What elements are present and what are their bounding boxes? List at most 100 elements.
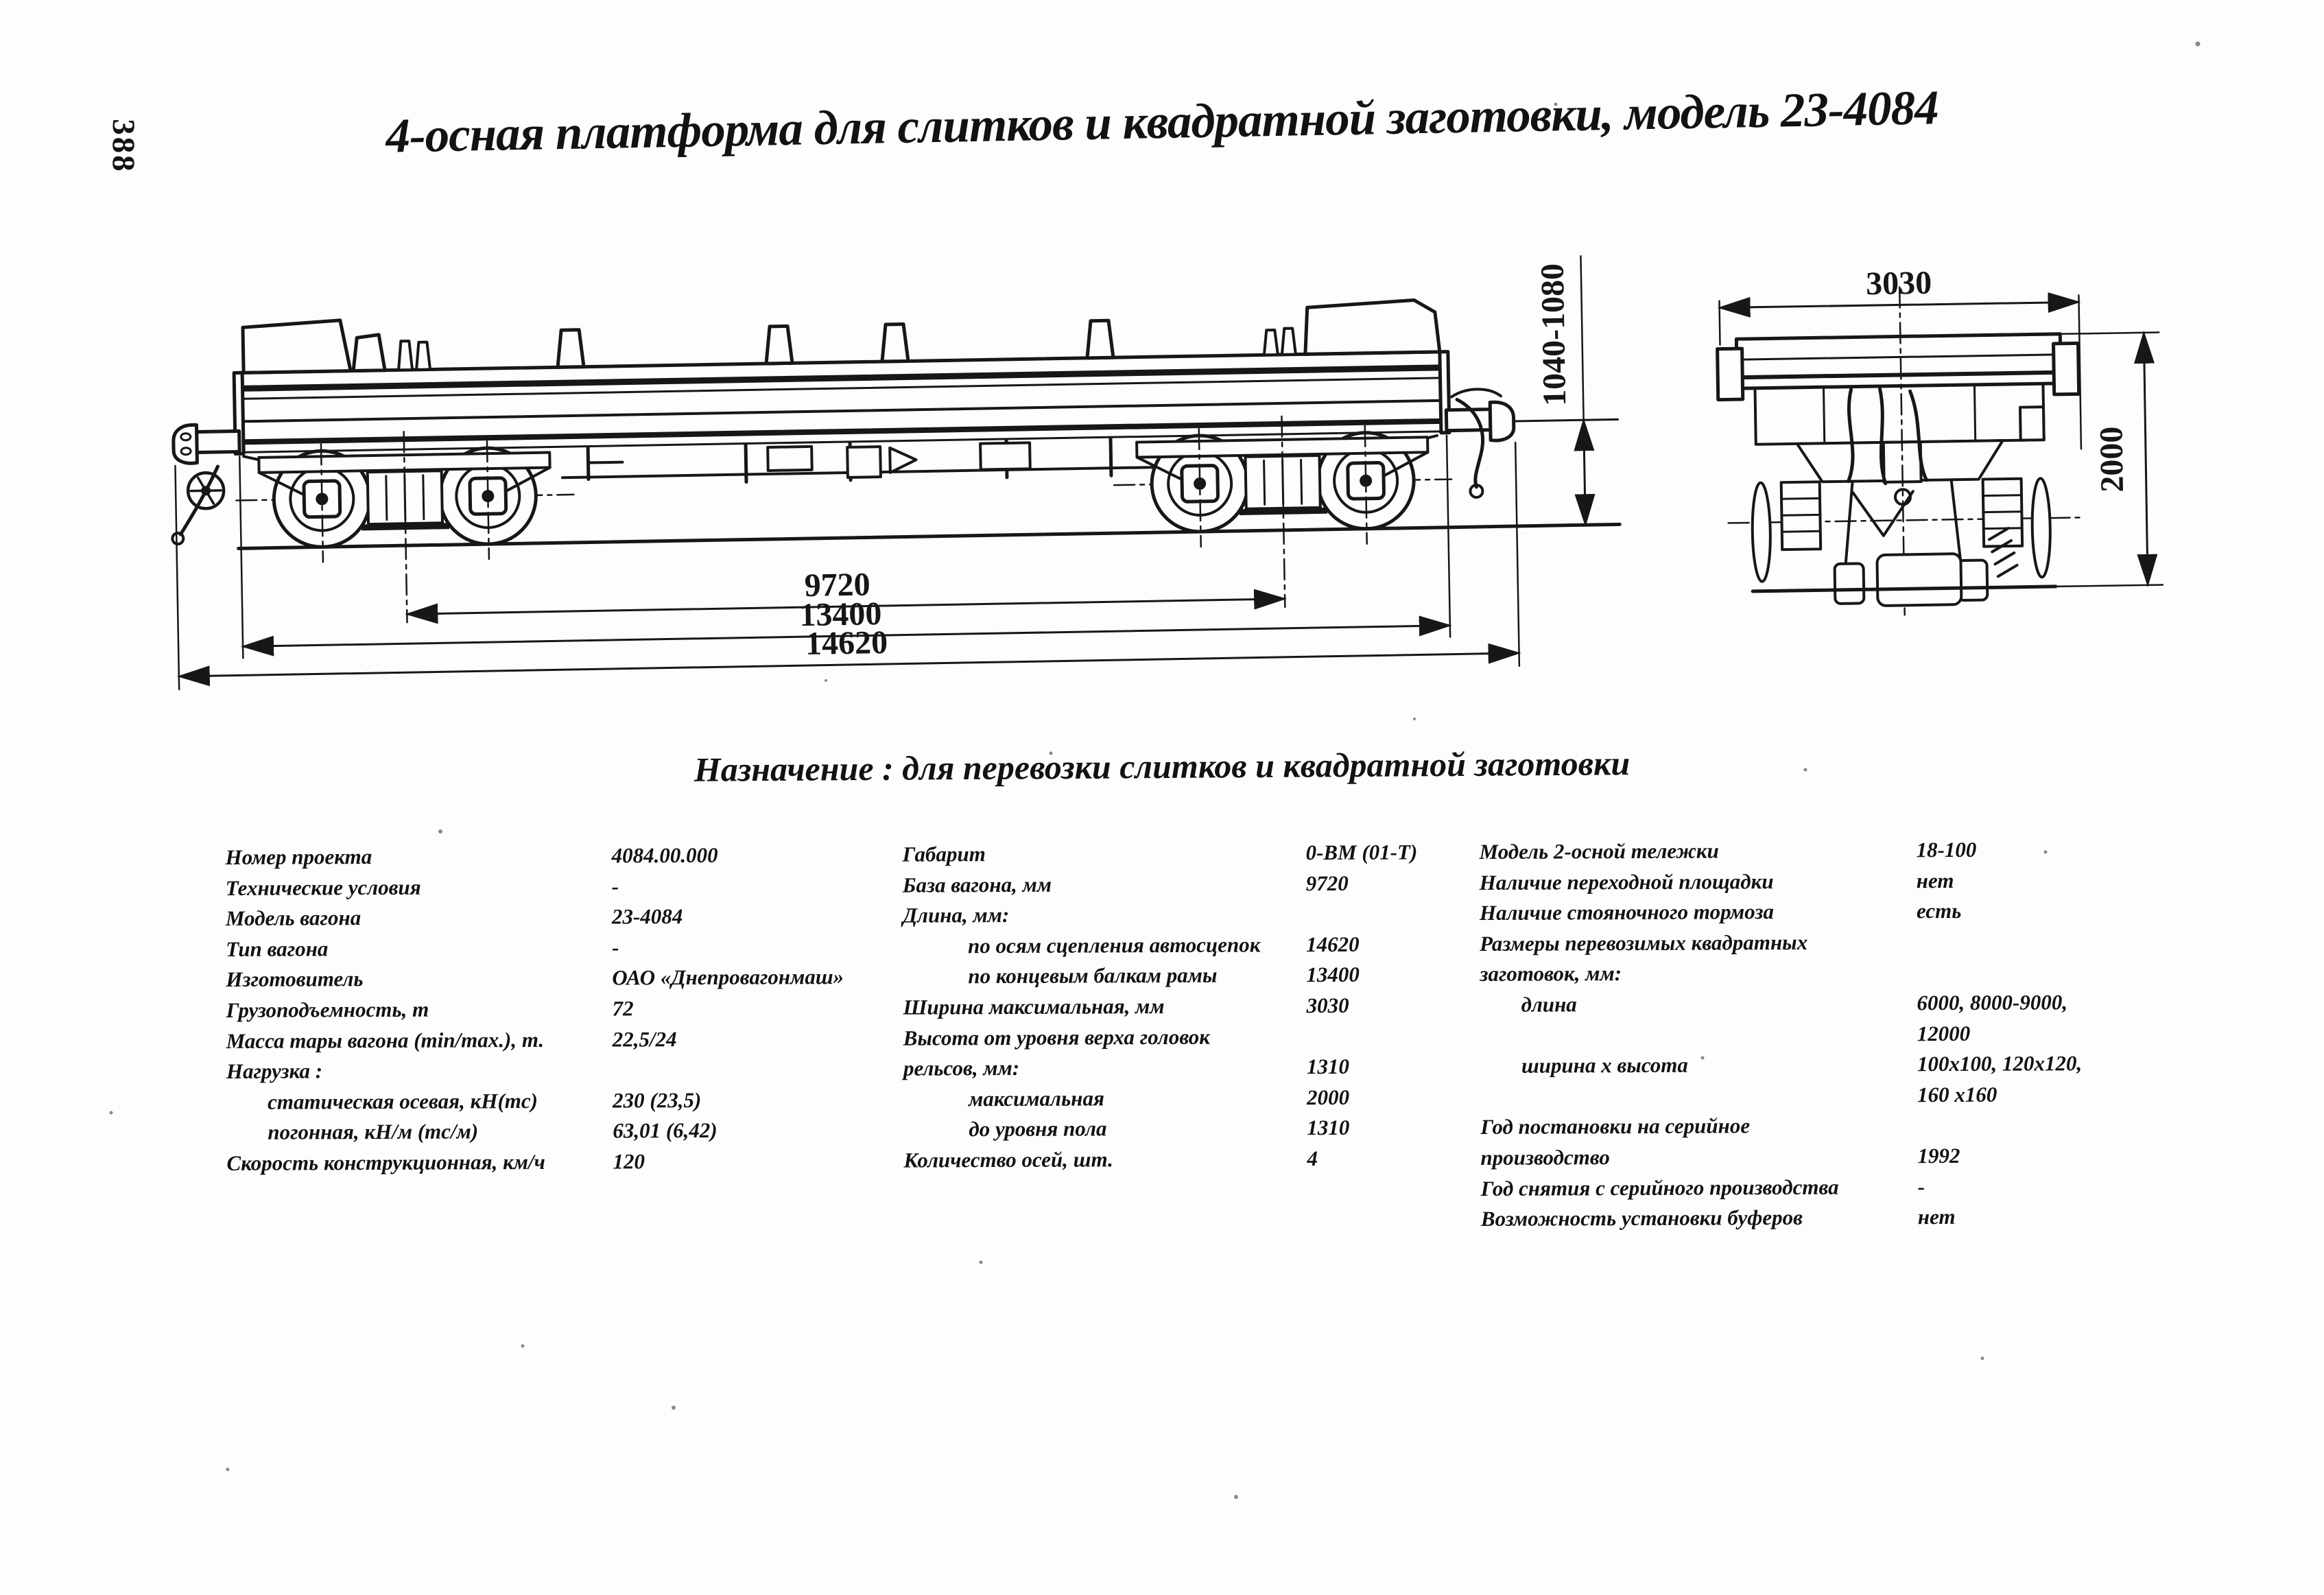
dim-label-frame-length: 13400	[799, 595, 882, 633]
coupler-right	[1444, 388, 1620, 499]
dim-label-height: 2000	[2093, 426, 2131, 493]
spec-label: производство	[1480, 1145, 1610, 1170]
coupler-left	[171, 423, 241, 546]
spec-value: 14620	[1306, 932, 1360, 956]
spec-value: 72	[612, 996, 634, 1021]
spec-label: Год постановки на серийное	[1480, 1113, 1751, 1139]
spec-value: -	[1917, 1174, 1925, 1198]
spec-value: 160 х160	[1917, 1082, 1997, 1107]
end-bulkheads-and-stanchions	[241, 298, 1442, 375]
spec-row: Размеры перевозимых квадратных	[1480, 928, 2207, 962]
scan-noise	[109, 41, 2201, 1499]
bogie-left	[235, 430, 575, 624]
spec-value: 18-100	[1916, 837, 1977, 862]
spec-row: статическая осевая, кН(тс) 230 (23,5)	[226, 1087, 864, 1121]
spec-label: Год снятия с серийного производства	[1480, 1174, 1839, 1201]
dimension-13400: 13400	[241, 595, 1452, 657]
spec-value: -	[612, 935, 619, 960]
spec-label: Размеры перевозимых квадратных	[1480, 930, 1808, 956]
spec-value: 4084.00.000	[611, 842, 718, 868]
spec-label: Технические условия	[225, 875, 421, 900]
spec-value: нет	[1917, 1205, 1956, 1229]
spec-value: 4	[1307, 1146, 1318, 1171]
spec-label: длина	[1521, 992, 1577, 1017]
dimension-9720: 9720	[405, 566, 1288, 624]
bogie-right	[1113, 415, 1453, 609]
spec-label: Нагрузка :	[226, 1059, 323, 1084]
spec-value	[613, 1076, 864, 1077]
spec-row: заготовок, мм:	[1480, 959, 2207, 993]
spec-label: Грузоподъемность, т	[226, 997, 429, 1022]
spec-label: Длина, мм:	[902, 903, 1010, 928]
spec-value: 13400	[1306, 962, 1360, 987]
spec-value: 1310	[1306, 1054, 1349, 1079]
rail-line	[237, 522, 1622, 550]
spec-label: Тип вагона	[226, 936, 329, 961]
dim-label-coupler-height: 1040-1080	[1534, 263, 1574, 407]
spec-label	[1480, 1041, 1917, 1043]
spec-label: Возможность установки буферов	[1480, 1205, 1803, 1231]
end-view: 3030 2000	[1716, 265, 2164, 616]
spec-label: Скорость конструкционная, км/ч	[226, 1149, 545, 1175]
spec-value: 12000	[1917, 1021, 1971, 1045]
spec-value: 230 (23,5)	[613, 1087, 702, 1113]
spec-label: Габарит	[902, 842, 986, 866]
dim-label-over-couplers: 14620	[805, 624, 888, 662]
spec-value: 63,01 (6,42)	[613, 1118, 718, 1143]
spec-label: Наличие переходной площадки	[1479, 869, 1774, 895]
spec-value: есть	[1916, 899, 1962, 923]
spec-row: Технические условия -	[226, 873, 864, 906]
spec-value: 1310	[1307, 1115, 1350, 1140]
spec-row: Номер проекта 4084.00.000	[225, 842, 863, 876]
spec-label: Модель вагона	[225, 906, 361, 931]
spec-value: 2000	[1307, 1085, 1350, 1109]
spec-row: до уровня пола 1310	[903, 1115, 1507, 1148]
spec-label: по осям сцепления автосцепок	[968, 932, 1261, 958]
spec-value: 6000, 8000-9000,	[1917, 990, 2068, 1015]
spec-row: Год снятия с серийного производства -	[1481, 1173, 2208, 1207]
spec-label	[1480, 1102, 1917, 1104]
spec-label: Номер проекта	[225, 844, 372, 869]
spec-label: База вагона, мм	[902, 872, 1052, 897]
spec-label: Высота от уровня верха головок	[903, 1024, 1211, 1050]
spec-row: 160 х160	[1480, 1081, 2207, 1115]
spec-value: -	[611, 874, 619, 899]
spec-row: Год постановки на серийное	[1480, 1112, 2207, 1146]
dimension-coupler-height: 1040-1080	[1534, 263, 1596, 528]
spec-label: рельсов, мм:	[903, 1056, 1020, 1080]
spec-label: статическая осевая, кН(тс)	[268, 1088, 538, 1114]
spec-label: Масса тары вагона (min/max.), т.	[226, 1027, 545, 1053]
dimension-3030: 3030	[1717, 265, 2083, 450]
spec-row: Возможность установки буферов нет	[1481, 1203, 2208, 1237]
spec-label: до уровня пола	[969, 1116, 1107, 1142]
spec-row: Длина, мм:	[903, 901, 1506, 934]
spec-row: длина 6000, 8000-9000,	[1480, 989, 2207, 1023]
spec-value	[1917, 947, 2207, 949]
spec-value: 22,5/24	[612, 1026, 677, 1052]
spec-row: Модель вагона 23-4084	[226, 903, 864, 937]
spec-label: Модель 2-осной тележки	[1479, 838, 1719, 864]
flatcar-frame	[232, 350, 1451, 456]
spec-value: нет	[1916, 868, 1954, 893]
spec-row: Количество осей, шт.4	[903, 1146, 1507, 1179]
spec-row: рельсов, мм: 1310	[903, 1054, 1507, 1087]
spec-row: Тип вагона -	[226, 934, 864, 968]
spec-row: Грузоподъемность, т 72	[226, 995, 864, 1029]
spec-value: 0-ВМ (01-Т)	[1305, 840, 1418, 865]
spec-value: 9720	[1305, 871, 1349, 895]
spec-label: погонная, кН/м (тс/м)	[268, 1119, 479, 1145]
spec-row: Наличие переходной площадки нет	[1480, 867, 2207, 901]
spec-row: Модель 2-осной тележки 18-100	[1479, 836, 2206, 870]
spec-value: 23-4084	[611, 904, 683, 929]
